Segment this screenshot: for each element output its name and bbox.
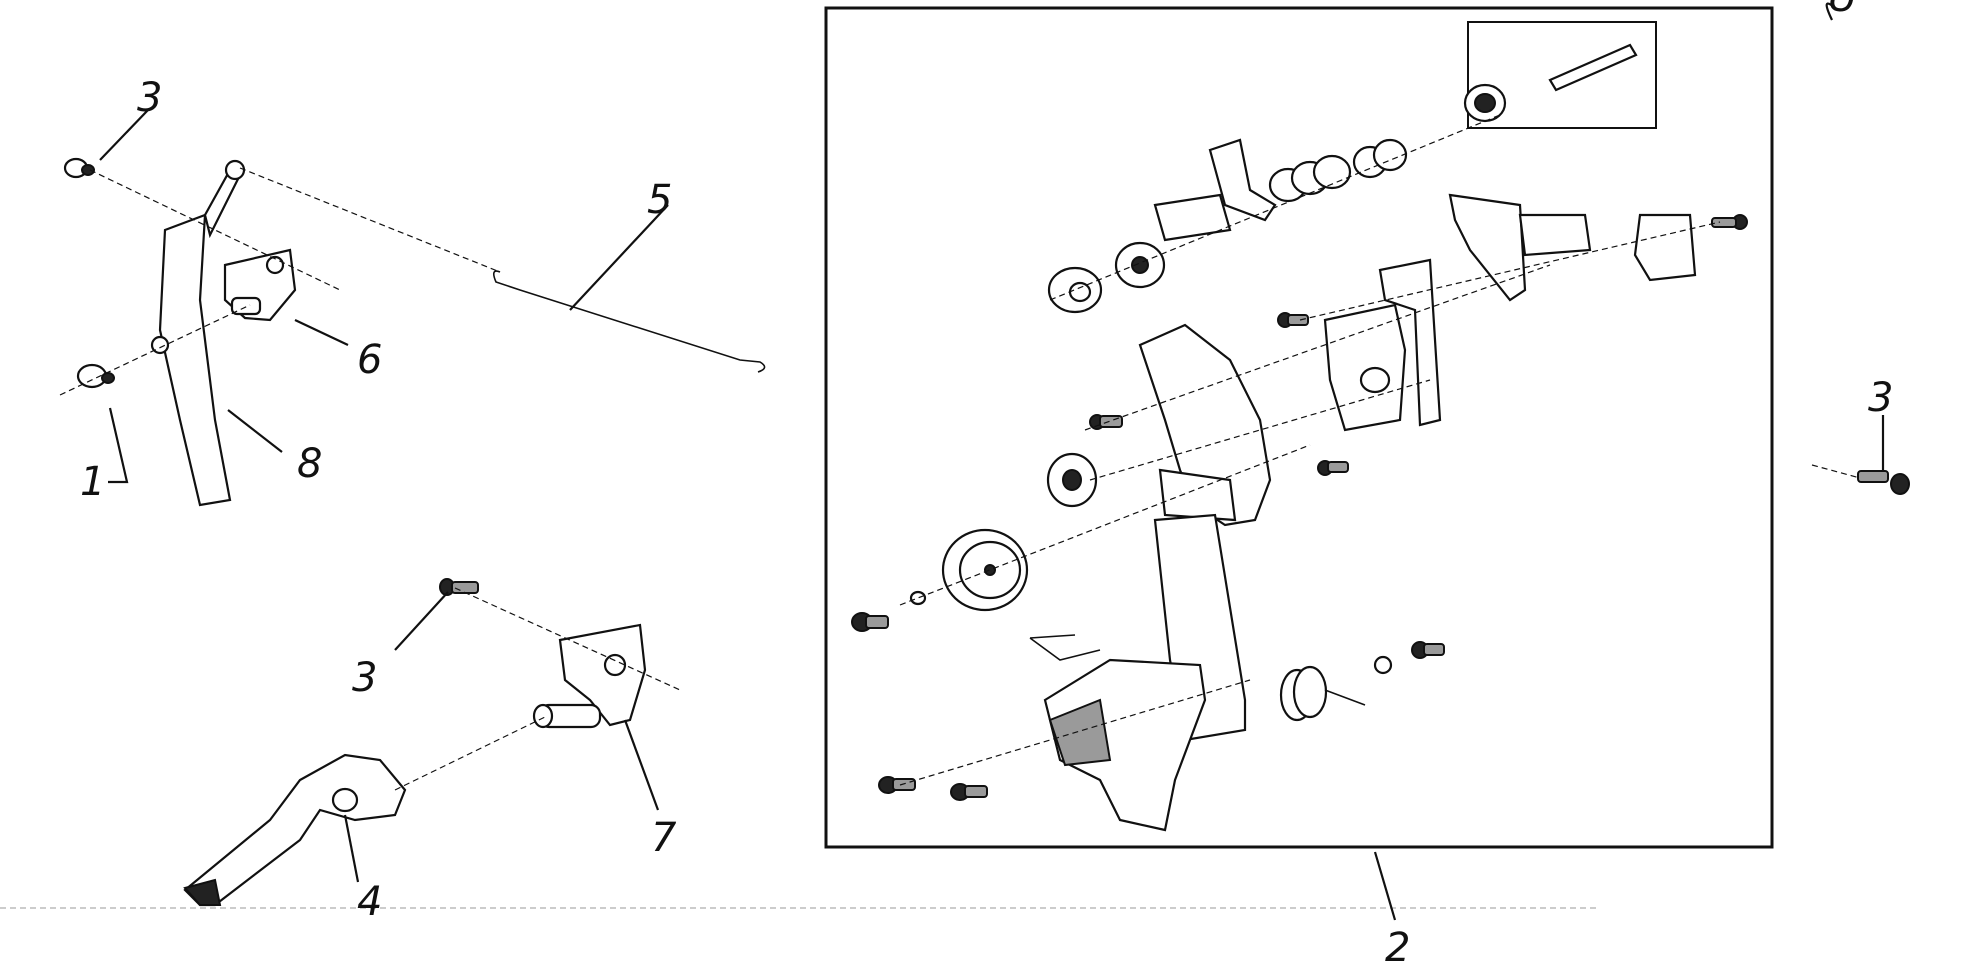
part-5-wire-link — [492, 270, 766, 373]
callout-8: 8 — [297, 441, 323, 487]
callout-1: 1 — [80, 459, 106, 505]
coil-spring — [1268, 138, 1408, 203]
part-8-lever — [158, 213, 232, 507]
screw — [851, 590, 927, 632]
side-plate — [1138, 323, 1272, 527]
inset-detail-frame — [1467, 21, 1657, 129]
part-7-bracket — [558, 623, 647, 727]
lever-assembly — [59, 157, 766, 507]
part-1-e-ring — [76, 363, 115, 389]
callout-3-top: 3 — [137, 75, 163, 121]
part-3-screw-right — [1811, 464, 1910, 495]
screw — [950, 783, 988, 801]
callout-4: 4 — [357, 879, 383, 925]
callout-3-right: 3 — [1868, 375, 1894, 421]
screw — [878, 776, 916, 794]
large-gear — [941, 528, 1029, 612]
pawl-assembly — [183, 578, 681, 907]
assembly-2-frame — [824, 6, 1774, 849]
screw — [1317, 460, 1349, 476]
callout-7: 7 — [651, 815, 677, 861]
assembly-2-parts — [851, 43, 1748, 832]
corner-mark: U — [1828, 0, 1857, 18]
callout-3-mid: 3 — [352, 655, 378, 701]
small-gear — [1046, 452, 1098, 508]
part-3-screw-mid — [439, 578, 479, 596]
callout-5: 5 — [647, 177, 673, 223]
callout-2: 2 — [1385, 925, 1411, 971]
torsion-spring — [1279, 641, 1445, 722]
screw — [1711, 214, 1748, 230]
screw — [1277, 312, 1309, 328]
part-3-screw-top — [63, 157, 95, 179]
lower-plate — [1043, 658, 1207, 832]
callout-6: 6 — [357, 337, 383, 383]
